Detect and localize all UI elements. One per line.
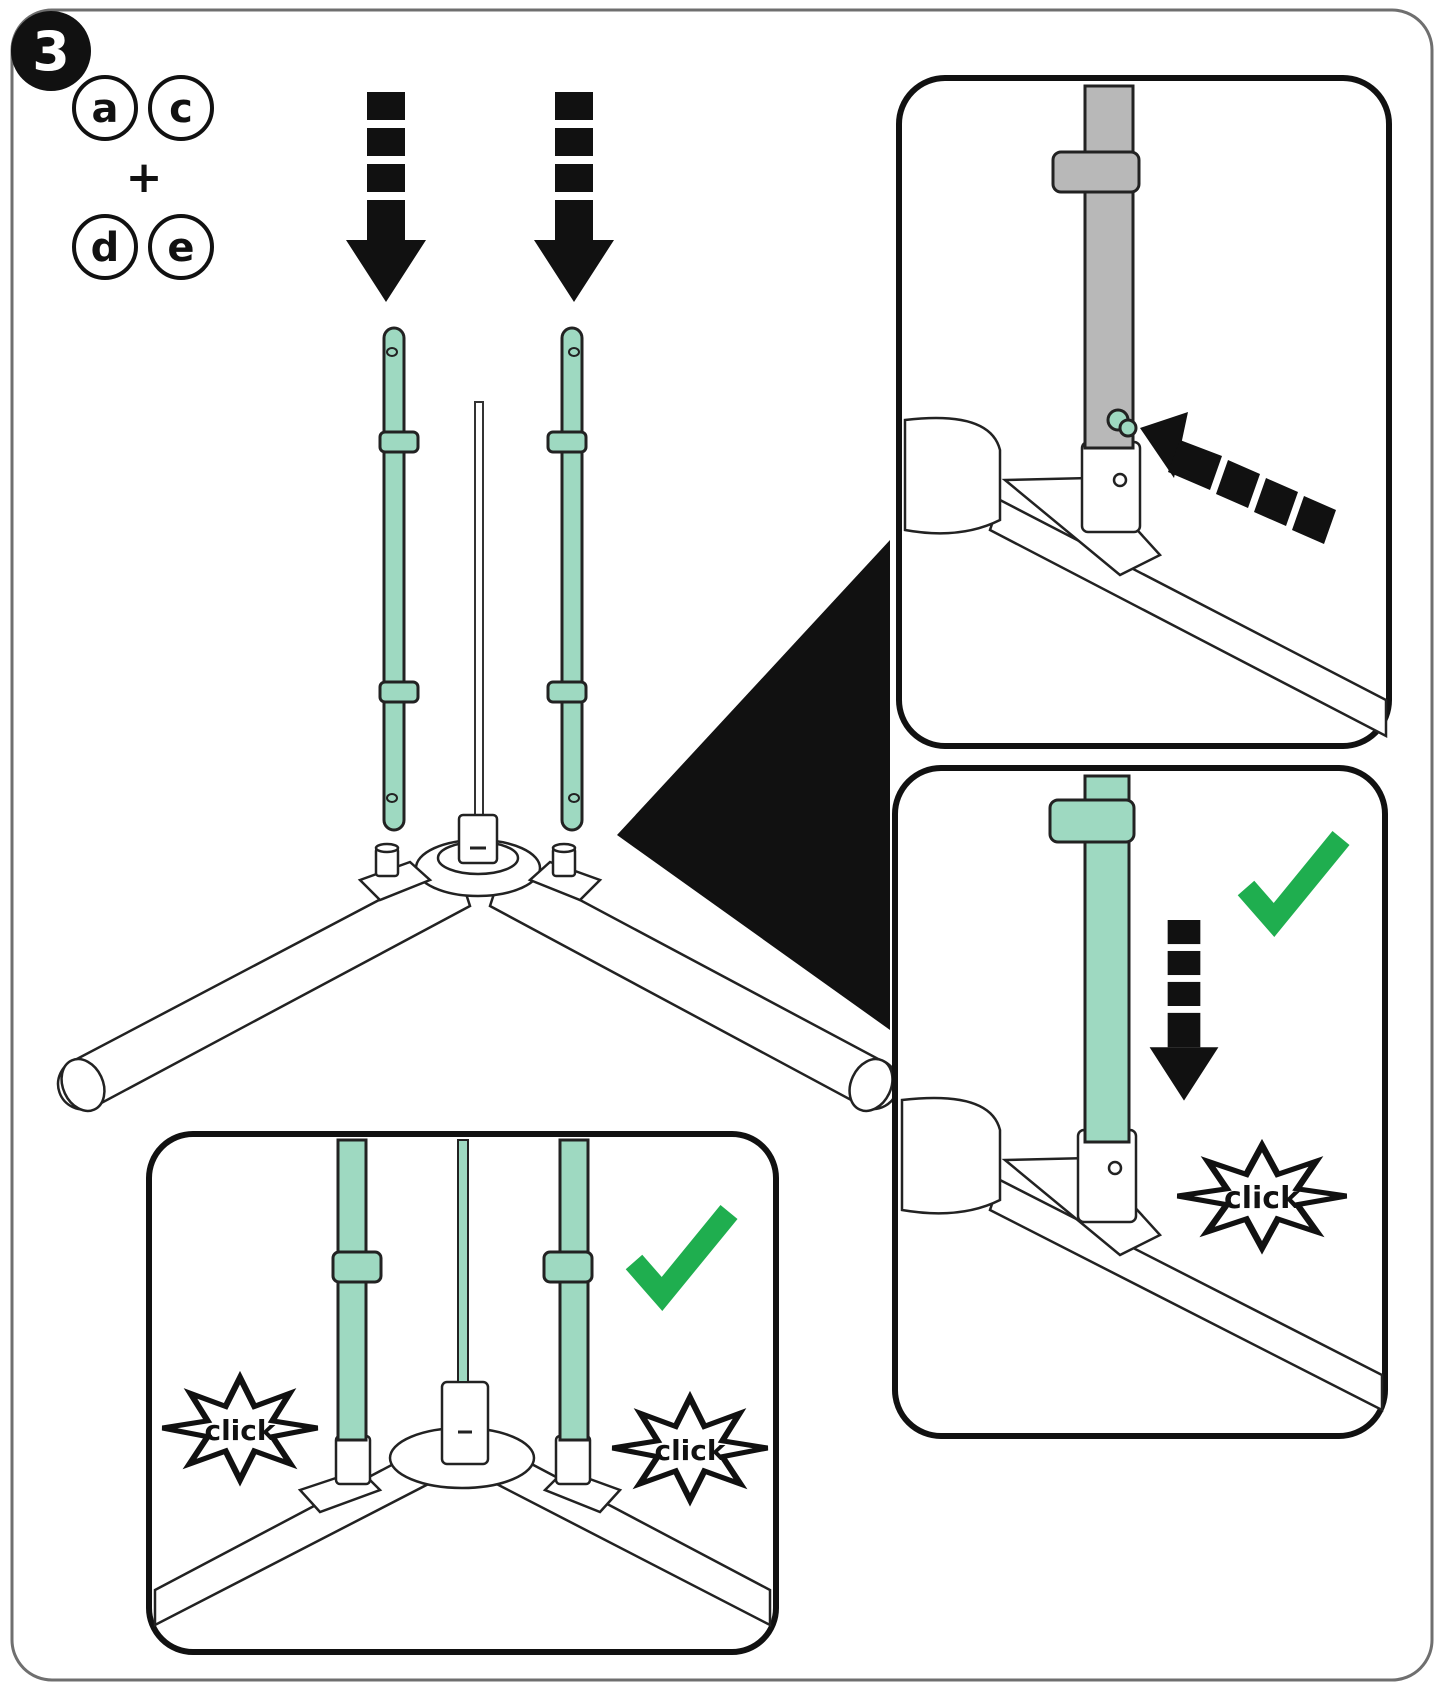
click-callout-left: click — [204, 1414, 276, 1447]
part-labels — [72, 75, 214, 280]
detail-panel-both-locked: click click — [146, 1131, 779, 1655]
part-label-a: a — [92, 86, 119, 132]
part-label-e: e — [167, 225, 194, 271]
step-badge: 3 — [11, 11, 91, 91]
click-callout-right: click — [654, 1434, 726, 1467]
part-label-c: c — [169, 86, 193, 132]
detail-panel-locked: click — [892, 765, 1388, 1439]
step-number: 3 — [32, 20, 70, 83]
left-arrow-icon — [1140, 412, 1336, 544]
zoom-wedge — [617, 540, 890, 1030]
detail-panel-insert — [896, 75, 1392, 749]
green-tube-right — [546, 326, 588, 832]
green-tube-left — [378, 326, 420, 832]
part-label-plus: + — [126, 152, 163, 203]
base-stand — [56, 813, 900, 1113]
part-label-d: d — [91, 225, 120, 271]
click-callout: click — [1224, 1181, 1301, 1216]
center-rod — [474, 401, 484, 821]
